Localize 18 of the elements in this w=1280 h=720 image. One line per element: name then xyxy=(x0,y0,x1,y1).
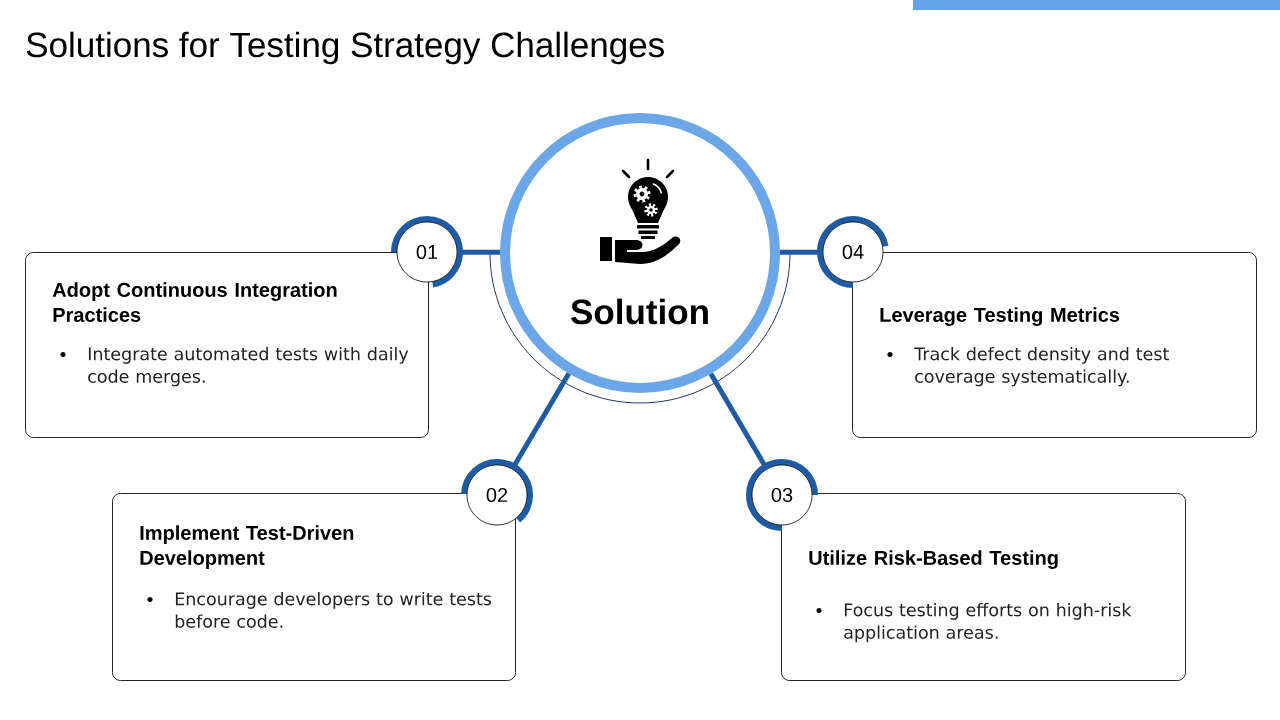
card-heading: Utilize Risk-Based Testing xyxy=(809,550,1058,569)
hub-label: Solution xyxy=(571,298,708,325)
connector-line xyxy=(510,372,571,471)
card-heading: Implement Test-Driven Development xyxy=(140,525,354,569)
bullet-text: Focus testing efforts on high-risk application areas. xyxy=(844,602,1132,643)
connector-line xyxy=(780,249,823,255)
number-badge: 02 xyxy=(466,464,528,526)
number-badge: 04 xyxy=(822,221,884,283)
bullet-text: Encourage developers to write tests before code. xyxy=(175,591,492,628)
connector-line xyxy=(708,372,769,471)
number-badge: 01 xyxy=(396,221,458,283)
bullet-text: Track defect density and test coverage systematically. xyxy=(914,346,1169,387)
slide-title: Solutions for Testing Strategy Challenges xyxy=(26,31,664,65)
number-badge: 03 xyxy=(751,464,813,526)
connector-line xyxy=(457,249,500,255)
card-heading: Leverage Testing Metrics xyxy=(880,307,1120,326)
card-heading: Adopt Continuous Integration Practices xyxy=(52,282,337,322)
bullet-text: Integrate automated tests with daily code merges. xyxy=(88,346,409,387)
